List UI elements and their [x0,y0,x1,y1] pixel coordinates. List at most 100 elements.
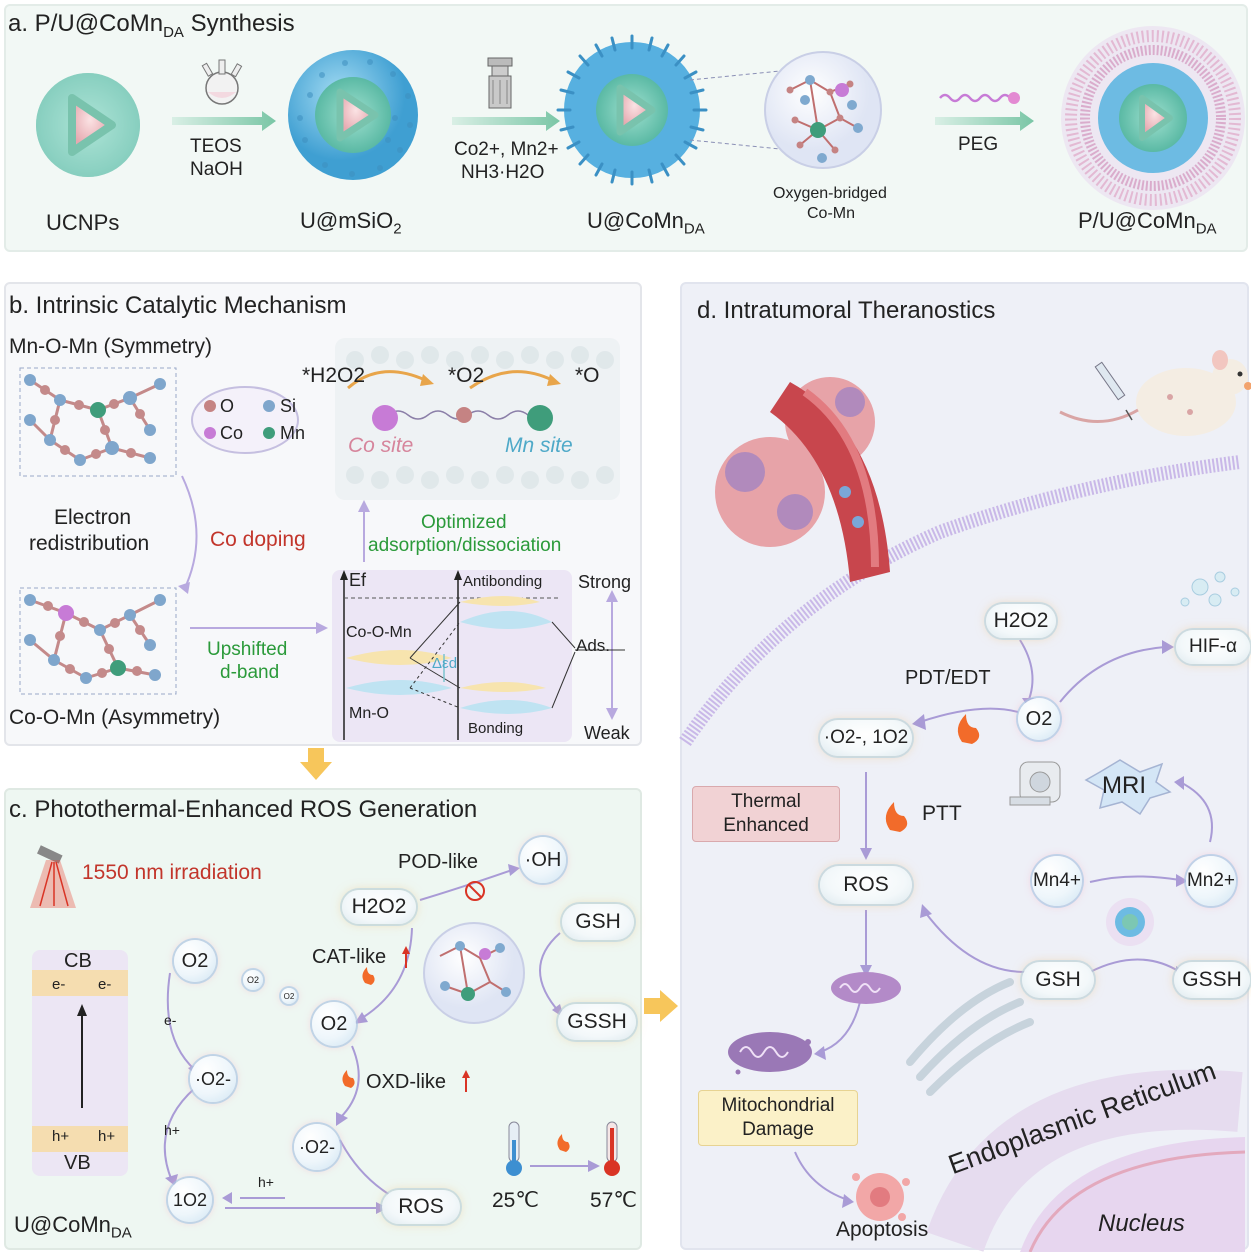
oxd-increase-arrowhead [462,1070,470,1078]
endoplasmic-reticulum [926,1069,1243,1252]
o2-small-bubble-1: O2 [243,970,263,990]
hif-pill: HIF-α [1176,630,1250,664]
o2-small-bubble-2: O2 [281,988,297,1004]
superoxide-bubble-c2: ·O2- [294,1124,340,1170]
ptt-label: PTT [922,802,962,825]
arrow-mn4-to-mn2 [1089,875,1181,883]
arrow-h2o2-to-oh [419,869,513,901]
hole-transfer-label-2: h+ [258,1174,274,1190]
catalytic-mechanism-diagram [19,338,625,742]
thermal-enhanced-text: Thermal Enhanced [723,790,809,838]
delta-label: Δεd [432,655,458,672]
electron-2: e- [98,976,112,993]
c-to-d-arrow [644,990,678,1022]
ef-label: Ef [349,570,367,590]
upshifted-label-2: d-band [220,662,280,683]
temp-57-label: 57℃ [590,1189,637,1212]
ucomn-label-c: U@CoMnDA [14,1212,132,1242]
ads-axis-top [606,590,618,602]
asymmetry-label: Co-O-Mn (Asymmetry) [9,706,221,729]
cb-label: CB [64,950,92,972]
arrowhead-d11 [842,1194,854,1208]
label-umsio2: U@mSiO2 [300,208,402,238]
label-ucnps: UCNPs [46,210,120,235]
pod-label: POD-like [398,851,479,873]
panel-c-title: c. Photothermal-Enhanced ROS Generation [9,796,478,823]
oh-bubble: ·OH [520,837,566,883]
mito-damage-text: Mitochondrial Damage [722,1094,835,1142]
cat-label: CAT-like [312,946,387,968]
gssh-pill-c: GSSH [558,1004,636,1040]
arrowhead-7 [222,1192,232,1204]
thermal-enhanced-box: Thermal Enhanced [692,786,840,842]
arrowhead-10 [588,1160,600,1172]
upshifted-label-1: Upshifted [207,639,288,660]
step2-ammonia: NH3·H2O [461,162,545,183]
electron-label-1: Electron [54,506,132,529]
arrow-gsh-to-gssh [1089,958,1181,973]
o2-bubble-c2: O2 [312,1002,356,1046]
arrowhead-d8 [1176,874,1188,887]
mito-line-2: Damage [742,1119,814,1140]
arrow-gsh-to-ros [924,911,1026,973]
antibonding-label: Antibonding [463,573,543,590]
nanoparticle-small [1106,898,1154,946]
bubble-cluster [1180,571,1240,607]
synthesis-diagram [36,26,1245,210]
peg-chain [939,93,1011,103]
laser-icon [30,845,76,908]
label-star-h2o2: *H2O2 [302,364,366,387]
apoptotic-cell-icon [852,1173,910,1221]
flask-icon [201,59,243,105]
golgi-apparatus [906,978,1034,1096]
arrow-gsh-to-gssh [539,932,561,1014]
arrow-o2-to-superoxide [166,972,196,1071]
tumor-blood-vessel [715,377,890,582]
oxygen-bridged-sphere [764,51,882,169]
label-ucomn: U@CoMnDA [587,208,705,238]
hole-2: h+ [98,1128,116,1145]
ros-pill-c: ROS [382,1190,460,1224]
arrow-superoxide-to-ros [339,1139,396,1199]
zoom-line-top [689,69,791,81]
cell-membrane [679,455,1241,746]
optimized-arrowhead [358,500,370,512]
asymmetry-lattice-box [19,587,177,695]
oxygen-bridged-label-2: Co-Mn [807,205,856,222]
legend-o: O [220,396,235,416]
symmetry-label: Mn-O-Mn (Symmetry) [9,335,212,358]
arrow-h2o2-to-o2 [361,927,413,1019]
h2o2-pill-c: H2O2 [342,890,416,924]
flame-icon-d1 [957,714,980,744]
legend-co: Co [220,423,244,443]
arrow-damage-to-apoptosis [794,1151,849,1201]
irradiation-label: 1550 nm irradiation [82,861,262,884]
apoptosis-label: Apoptosis [836,1218,929,1241]
electron-transfer-label: e- [164,1012,177,1028]
arrow-o2-to-ros-species [919,707,1019,723]
oxd-label: OXD-like [366,1071,447,1093]
pucomn-particle [1061,26,1245,210]
mri-star [1084,759,1172,816]
o2-bubble-c1: O2 [174,940,216,982]
zoom-line-bottom [689,139,791,151]
legend-si: Si [280,396,297,416]
arrowhead-d3 [912,714,926,730]
mn4-bubble: Mn4+ [1032,856,1082,906]
step3-peg: PEG [958,134,999,155]
o2-bubble-d: O2 [1018,698,1060,740]
arrowhead-d2 [1162,640,1174,654]
arrow-superoxide-to-singlet [163,1087,196,1182]
weak-label: Weak [584,723,630,743]
mri-machine-icon [1009,761,1061,806]
nucleus-label: Nucleus [1098,1210,1185,1237]
arrowhead-d6 [920,904,932,918]
thermometer-hot [604,1121,620,1176]
thermal-line-2: Enhanced [723,815,809,836]
arrow-o2-to-hif [1059,646,1166,703]
synthesis-arrow-1 [172,111,276,131]
synthesis-arrow-2 [452,111,560,131]
hole-transfer-label-1: h+ [164,1122,180,1138]
mn-site-label: Mn site [505,434,573,457]
superoxide-pill-d: ·O2-, 1O2 [820,720,912,756]
